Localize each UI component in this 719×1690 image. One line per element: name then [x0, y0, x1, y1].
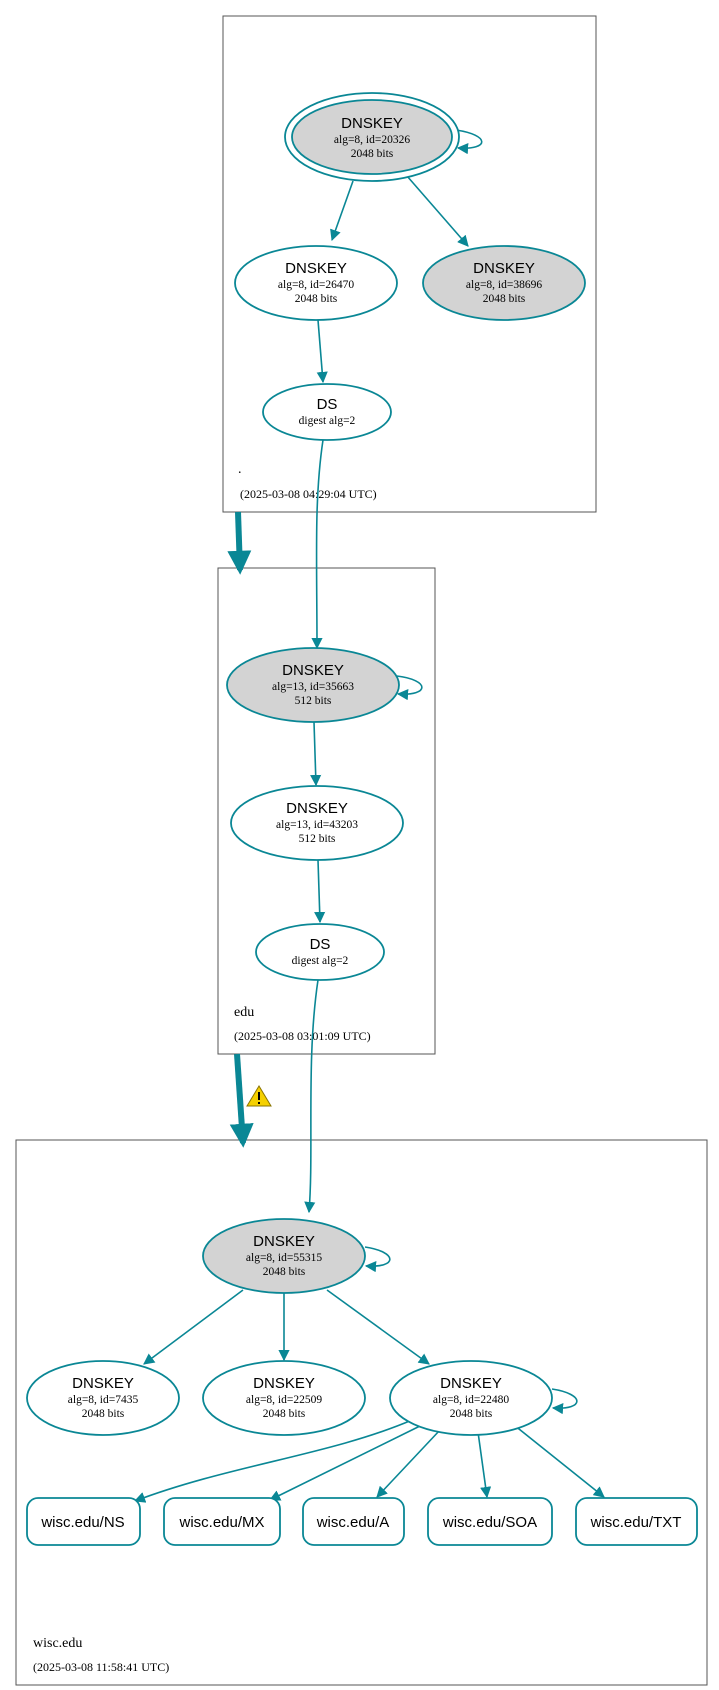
edge-root-ksk-self — [455, 129, 483, 155]
node-edu-ds[interactable]: DS digest alg=2 — [255, 923, 385, 981]
edge-k3-to-txt — [513, 1424, 605, 1498]
node-edu-zsk-line1: alg=13, id=43203 — [276, 819, 358, 831]
node-wisc-k3-title: DNSKEY — [440, 1375, 502, 1392]
rrset-a-label: wisc.edu/A — [316, 1514, 390, 1531]
zone-edu: edu (2025-03-08 03:01:09 UTC) — [217, 567, 436, 1055]
node-root-zsk1[interactable]: DNSKEY alg=8, id=26470 2048 bits — [234, 245, 398, 321]
node-wisc-ksk-line1: alg=8, id=55315 — [246, 1252, 322, 1264]
zone-root-name: . — [238, 462, 242, 477]
node-root-ds-line1: digest alg=2 — [299, 415, 356, 427]
node-wisc-k1-line1: alg=8, id=7435 — [68, 1394, 139, 1406]
rrset-ns[interactable]: wisc.edu/NS — [26, 1497, 141, 1546]
node-wisc-ksk-line2: 2048 bits — [263, 1266, 306, 1278]
node-wisc-k1[interactable]: DNSKEY alg=8, id=7435 2048 bits — [26, 1360, 180, 1436]
rrset-soa[interactable]: wisc.edu/SOA — [427, 1497, 553, 1546]
node-edu-ksk[interactable]: DNSKEY alg=13, id=35663 512 bits — [226, 647, 400, 723]
edge-root-ds-to-edu-ksk — [311, 439, 324, 650]
edge-edu-ds-to-wisc-ksk — [304, 979, 319, 1214]
node-root-zsk1-line1: alg=8, id=26470 — [278, 279, 354, 291]
rrset-mx-label: wisc.edu/MX — [178, 1514, 264, 1531]
rrset-txt[interactable]: wisc.edu/TXT — [575, 1497, 698, 1546]
node-edu-ksk-line1: alg=13, id=35663 — [272, 681, 354, 693]
node-edu-ksk-title: DNSKEY — [282, 662, 344, 679]
edge-wisc-k3-self — [551, 1388, 578, 1415]
zone-edu-name: edu — [234, 1005, 254, 1020]
node-wisc-k3[interactable]: DNSKEY alg=8, id=22480 2048 bits — [389, 1360, 553, 1436]
node-root-ksk-line1: alg=8, id=20326 — [334, 134, 410, 146]
edge-delegation-root-edu — [227, 511, 252, 575]
node-wisc-k2[interactable]: DNSKEY alg=8, id=22509 2048 bits — [202, 1360, 366, 1436]
zone-root-box — [222, 15, 597, 513]
rrset-soa-label: wisc.edu/SOA — [442, 1514, 537, 1531]
edge-wisc-ksk-self — [364, 1246, 391, 1273]
edge-delegation-edu-wisc — [229, 1053, 254, 1148]
edge-k3-to-mx — [268, 1424, 423, 1501]
node-edu-ksk-line2: 512 bits — [295, 695, 332, 707]
node-edu-ds-title: DS — [310, 936, 331, 953]
edge-k3-to-a — [376, 1429, 441, 1498]
edge-root-ksk-to-zsk1 — [330, 180, 354, 242]
edge-root-ksk-to-zsk2 — [406, 175, 469, 247]
node-edu-zsk-title: DNSKEY — [286, 800, 348, 817]
zone-root-timestamp: (2025-03-08 04:29:04 UTC) — [240, 487, 377, 501]
edge-k3-to-ns — [133, 1419, 413, 1503]
rrset-txt-label: wisc.edu/TXT — [590, 1514, 682, 1531]
node-root-zsk1-title: DNSKEY — [285, 260, 347, 277]
node-root-ksk-title: DNSKEY — [341, 115, 403, 132]
node-wisc-k3-line1: alg=8, id=22480 — [433, 1394, 509, 1406]
edge-wisc-ksk-to-k3 — [326, 1289, 430, 1365]
warning-icon[interactable] — [246, 1085, 272, 1107]
edge-edu-ksk-self — [396, 675, 423, 701]
edge-wisc-ksk-to-k1 — [143, 1289, 244, 1365]
node-wisc-k2-title: DNSKEY — [253, 1375, 315, 1392]
node-root-ds[interactable]: DS digest alg=2 — [262, 383, 392, 441]
node-root-zsk2-line1: alg=8, id=38696 — [466, 279, 542, 291]
node-edu-zsk[interactable]: DNSKEY alg=13, id=43203 512 bits — [230, 785, 404, 861]
node-wisc-k2-line1: alg=8, id=22509 — [246, 1394, 322, 1406]
node-edu-zsk-line2: 512 bits — [299, 833, 336, 845]
node-root-ksk[interactable]: DNSKEY alg=8, id=20326 2048 bits — [284, 92, 460, 182]
node-wisc-k2-line2: 2048 bits — [263, 1408, 306, 1420]
node-root-ds-title: DS — [317, 396, 338, 413]
node-wisc-k3-line2: 2048 bits — [450, 1408, 493, 1420]
edge-k3-to-soa — [477, 1431, 492, 1499]
zone-edu-timestamp: (2025-03-08 03:01:09 UTC) — [234, 1029, 371, 1043]
node-wisc-k1-line2: 2048 bits — [82, 1408, 125, 1420]
zone-wisc-box — [15, 1139, 708, 1686]
node-edu-ds-line1: digest alg=2 — [292, 955, 349, 967]
node-wisc-ksk-title: DNSKEY — [253, 1233, 315, 1250]
rrset-a[interactable]: wisc.edu/A — [302, 1497, 405, 1546]
edge-edu-zsk-to-ds — [314, 859, 326, 924]
node-wisc-k1-title: DNSKEY — [72, 1375, 134, 1392]
zone-root: . (2025-03-08 04:29:04 UTC) — [222, 15, 597, 513]
zone-wisc: wisc.edu (2025-03-08 11:58:41 UTC) — [15, 1139, 708, 1686]
zone-wisc-name: wisc.edu — [33, 1636, 82, 1651]
rrset-mx[interactable]: wisc.edu/MX — [163, 1497, 281, 1546]
zone-edu-box — [217, 567, 436, 1055]
edge-edu-ksk-to-zsk — [310, 721, 322, 787]
edge-root-zsk1-to-ds — [316, 319, 328, 384]
node-root-zsk2-title: DNSKEY — [473, 260, 535, 277]
node-wisc-ksk[interactable]: DNSKEY alg=8, id=55315 2048 bits — [202, 1218, 366, 1294]
node-root-zsk1-line2: 2048 bits — [295, 293, 338, 305]
rrset-ns-label: wisc.edu/NS — [40, 1514, 124, 1531]
zone-wisc-timestamp: (2025-03-08 11:58:41 UTC) — [33, 1660, 169, 1674]
node-root-zsk2[interactable]: DNSKEY alg=8, id=38696 2048 bits — [422, 245, 586, 321]
node-root-zsk2-line2: 2048 bits — [483, 293, 526, 305]
node-root-ksk-line2: 2048 bits — [351, 148, 394, 160]
